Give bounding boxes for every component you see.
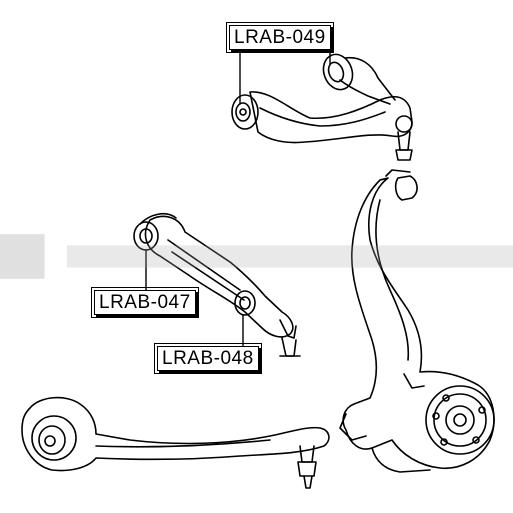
part-number-label-rear-arm: LRAB-047 (91, 287, 199, 318)
lower-control-arm (21, 396, 330, 489)
steering-knuckle (339, 169, 495, 473)
middle-control-arm (133, 212, 301, 357)
part-number-label-upper-arm: LRAB-049 (226, 22, 334, 53)
part-number-label-front-bushing: LRAB-048 (154, 343, 262, 374)
upper-control-arm (231, 53, 413, 161)
